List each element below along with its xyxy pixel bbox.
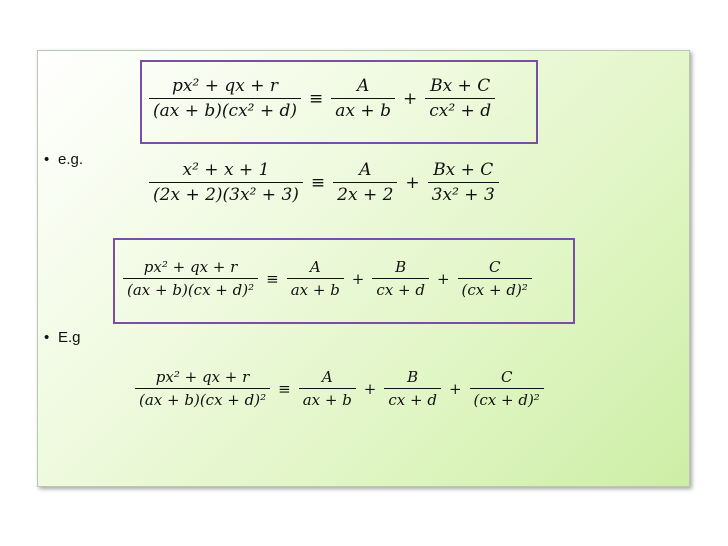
numerator: px² + qx + r (143, 258, 238, 276)
denominator: (ax + b)(cx² + d) (149, 98, 302, 121)
denominator: (cx + d)² (469, 388, 544, 409)
term-3-fraction: C (cx + d)² (455, 258, 535, 299)
denominator: (ax + b)(cx + d)² (123, 278, 259, 299)
equation-4: px² + qx + r (ax + b)(cx + d)² ≡ A ax + … (132, 368, 547, 409)
equation-3: px² + qx + r (ax + b)(cx + d)² ≡ A ax + … (120, 258, 535, 299)
plus-symbol: + (351, 269, 365, 288)
numerator: x² + x + 1 (182, 160, 270, 180)
plus-symbol: + (448, 379, 462, 398)
numerator: Bx + C (430, 76, 491, 96)
denominator: cx² + d (425, 98, 496, 121)
numerator: A (356, 76, 370, 96)
term-1-fraction: A ax + b (328, 76, 398, 121)
numerator: B (395, 258, 407, 276)
denominator: (cx + d)² (457, 278, 532, 299)
bullet-text: E.g (58, 329, 81, 346)
denominator: cx + d (372, 278, 429, 299)
plus-symbol: + (402, 88, 418, 109)
term-1-fraction: A 2x + 2 (330, 160, 400, 205)
numerator: B (407, 368, 419, 386)
lhs-fraction: px² + qx + r (ax + b)(cx + d)² (132, 368, 273, 409)
denominator: cx + d (384, 388, 441, 409)
denominator: (2x + 2)(3x² + 3) (149, 182, 303, 205)
bullet-text: e.g. (58, 151, 84, 168)
numerator: C (488, 258, 501, 276)
term-3-fraction: C (cx + d)² (467, 368, 547, 409)
identity-symbol: ≡ (309, 88, 324, 109)
plus-symbol: + (405, 172, 420, 193)
equation-1: px² + qx + r (ax + b)(cx² + d) ≡ A ax + … (146, 76, 498, 121)
bullet-marker: • (44, 151, 50, 168)
plus-symbol: + (436, 269, 450, 288)
numerator: Bx + C (433, 160, 494, 180)
bullet-eg-2: • E.g (44, 329, 81, 346)
denominator: ax + b (331, 98, 395, 121)
numerator: A (359, 160, 372, 180)
numerator: C (500, 368, 513, 386)
denominator: 3x² + 3 (427, 182, 499, 205)
identity-symbol: ≡ (278, 379, 291, 398)
lhs-fraction: px² + qx + r (ax + b)(cx + d)² (120, 258, 261, 299)
numerator: px² + qx + r (172, 76, 279, 96)
term-1-fraction: A ax + b (284, 258, 347, 299)
numerator: px² + qx + r (155, 368, 250, 386)
term-2-fraction: B cx + d (369, 258, 432, 299)
term-2-fraction: B cx + d (381, 368, 444, 409)
bullet-eg: • e.g. (44, 151, 83, 168)
bullet-marker: • (44, 329, 50, 346)
term-1-fraction: A ax + b (296, 368, 359, 409)
lhs-fraction: px² + qx + r (ax + b)(cx² + d) (146, 76, 304, 121)
formula-box-1 (140, 60, 538, 144)
denominator: (ax + b)(cx + d)² (135, 388, 271, 409)
term-2-fraction: Bx + C 3x² + 3 (425, 160, 502, 205)
lhs-fraction: x² + x + 1 (2x + 2)(3x² + 3) (146, 160, 306, 205)
slide-panel (37, 50, 690, 487)
formula-box-2 (113, 238, 575, 324)
term-2-fraction: Bx + C cx² + d (422, 76, 498, 121)
numerator: A (309, 258, 321, 276)
plus-symbol: + (363, 379, 377, 398)
identity-symbol: ≡ (266, 269, 279, 288)
denominator: ax + b (286, 278, 344, 299)
denominator: 2x + 2 (333, 182, 398, 205)
denominator: ax + b (298, 388, 356, 409)
numerator: A (321, 368, 333, 386)
identity-symbol: ≡ (310, 172, 326, 193)
equation-2: x² + x + 1 (2x + 2)(3x² + 3) ≡ A 2x + 2 … (146, 160, 502, 205)
